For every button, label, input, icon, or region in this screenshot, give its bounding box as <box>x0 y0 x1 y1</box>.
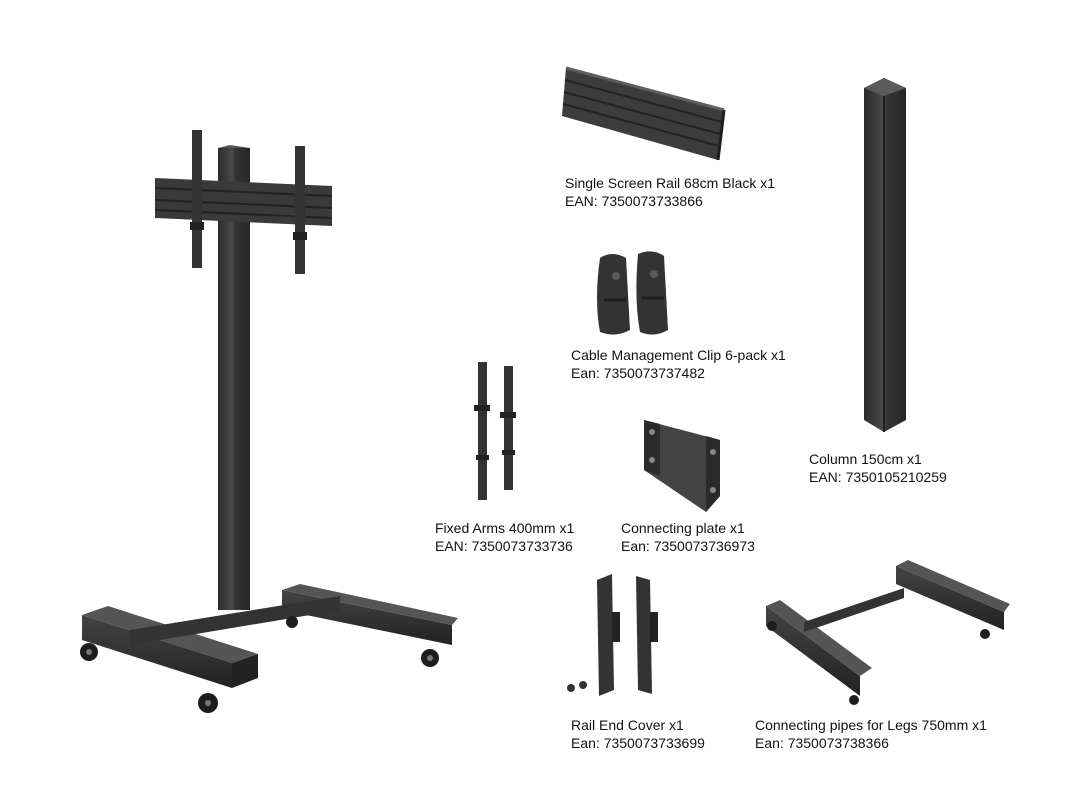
connecting-pipes-label: Connecting pipes for Legs 750mm x1 Ean: … <box>755 716 987 752</box>
rail-name: Single Screen Rail 68cm Black x1 <box>565 175 776 191</box>
cable-clip-name: Cable Management Clip 6-pack x1 <box>571 347 786 363</box>
fixed-arms-label: Fixed Arms 400mm x1 EAN: 7350073733736 <box>435 519 574 555</box>
connecting-plate-image <box>644 420 720 512</box>
connecting-pipes-image <box>766 560 1010 705</box>
column-name: Column 150cm x1 <box>809 451 922 467</box>
connecting-plate-ean: Ean: 7350073736973 <box>621 538 755 554</box>
fixed-arms-ean: EAN: 7350073733736 <box>435 538 573 554</box>
connecting-plate-label: Connecting plate x1 Ean: 7350073736973 <box>621 519 755 555</box>
cable-clip-label: Cable Management Clip 6-pack x1 Ean: 735… <box>571 346 786 382</box>
column-image <box>864 78 906 432</box>
cable-clip-ean: Ean: 7350073737482 <box>571 365 705 381</box>
connecting-plate-name: Connecting plate x1 <box>621 520 745 536</box>
rail-ean: EAN: 7350073733866 <box>565 193 703 209</box>
rail-label: Single Screen Rail 68cm Black x1 EAN: 73… <box>565 174 775 210</box>
rail-end-cover-label: Rail End Cover x1 Ean: 7350073733699 <box>571 716 705 752</box>
assembled-stand-image <box>80 130 458 713</box>
rail-image <box>562 66 726 161</box>
rail-end-cover-name: Rail End Cover x1 <box>571 717 684 733</box>
rail-end-cover-image <box>567 574 658 696</box>
connecting-pipes-name: Connecting pipes for Legs 750mm x1 <box>755 717 987 733</box>
column-ean: EAN: 7350105210259 <box>809 469 947 485</box>
rail-end-cover-ean: Ean: 7350073733699 <box>571 735 705 751</box>
cable-clip-image <box>597 251 668 335</box>
fixed-arms-name: Fixed Arms 400mm x1 <box>435 520 575 536</box>
column-label: Column 150cm x1 EAN: 7350105210259 <box>809 450 947 486</box>
connecting-pipes-ean: Ean: 7350073738366 <box>755 735 889 751</box>
fixed-arms-image <box>474 362 516 500</box>
